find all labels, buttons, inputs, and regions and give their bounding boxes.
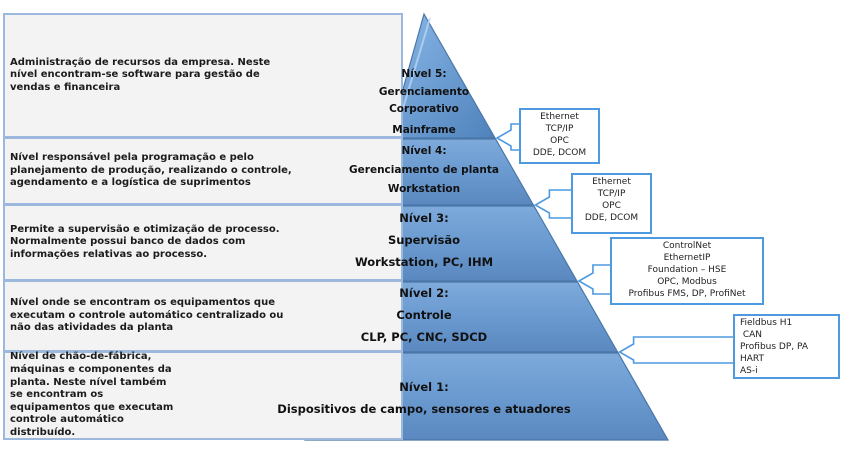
protocol-item: Ethernet <box>540 112 579 122</box>
level-3-label: Nível 3: Supervisão Workstation, PC, IHM <box>355 207 493 273</box>
level-5-line: Corporativo <box>389 103 459 115</box>
level-2-line: Controle <box>396 308 452 322</box>
protocol-item: OPC <box>602 201 621 211</box>
level-1-description-text: Nível de chão-de-fábrica, máquinas e com… <box>10 351 174 438</box>
level-5-layer <box>388 12 497 139</box>
protocol-item: AS-i <box>740 366 758 376</box>
level-2-line: CLP, PC, CNC, SDCD <box>360 330 488 344</box>
level-5-description: Administração de recursos da empresa. Ne… <box>3 13 403 138</box>
level-3-description: Permite a supervisão e otimização de pro… <box>3 204 403 281</box>
protocol-item: HART <box>740 354 765 364</box>
protocol-item: Profibus FMS, DP, ProfiNet <box>628 289 746 299</box>
protocol-item: Profibus DP, PA <box>740 342 809 352</box>
protocol-item: EthernetIP <box>663 253 711 263</box>
protocol-item: OPC, Modbus <box>657 277 717 287</box>
level-5-line: Mainframe <box>392 124 456 136</box>
level-3-title: Nível 3: <box>399 211 449 225</box>
level-4-label: Nível 4: Gerenciamento de planta Worksta… <box>349 142 499 199</box>
protocol-item: Ethernet <box>592 177 631 187</box>
level-2-description: Nível onde se encontram os equipamentos … <box>3 280 403 352</box>
protocol-item: ControlNet <box>662 241 712 251</box>
connector-arrow-icon <box>495 123 519 151</box>
level-1-description: Nível de chão-de-fábrica, máquinas e com… <box>3 351 403 440</box>
protocol-item: TCP/IP <box>597 189 626 199</box>
protocols-level-4-3: Ethernet TCP/IP OPC DDE, DCOM <box>571 173 652 234</box>
level-4-title: Nível 4: <box>401 145 447 157</box>
level-1-label: Nível 1: Dispositivos de campo, sensores… <box>277 376 570 420</box>
level-4-line: Gerenciamento de planta <box>349 164 499 176</box>
connector-arrow-icon <box>617 336 733 364</box>
protocols-level-5-4: Ethernet TCP/IP OPC DDE, DCOM <box>519 108 600 164</box>
connector-arrow-icon <box>577 264 610 295</box>
level-4-description-text: Nível responsável pela programação e pel… <box>10 152 292 189</box>
level-5-line: Gerenciamento <box>378 86 470 98</box>
protocol-item: Fieldbus H1 <box>740 318 793 328</box>
level-3-description-text: Permite a supervisão e otimização de pro… <box>10 223 280 260</box>
level-2-label: Nível 2: Controle CLP, PC, CNC, SDCD <box>361 282 487 348</box>
level-1-line: Dispositivos de campo, sensores e atuado… <box>277 402 571 416</box>
protocol-item: TCP/IP <box>545 124 574 134</box>
protocol-item: DDE, DCOM <box>532 148 587 158</box>
level-5-label: Nível 5: Gerenciamento Corporativo Mainf… <box>379 64 469 141</box>
level-2-description-text: Nível onde se encontram os equipamentos … <box>10 297 284 334</box>
level-2-title: Nível 2: <box>399 286 449 300</box>
protocol-item: OPC <box>550 136 569 146</box>
level-5-title: Nível 5: <box>401 68 447 80</box>
protocol-item: Foundation – HSE <box>647 265 727 275</box>
protocols-level-2-1: Fieldbus H1 CAN Profibus DP, PA HART AS-… <box>733 314 840 379</box>
protocols-level-3-2: ControlNet EthernetIP Foundation – HSE O… <box>610 237 764 305</box>
level-4-line: Workstation <box>387 183 461 195</box>
level-4-description: Nível responsável pela programação e pel… <box>3 137 403 205</box>
protocol-item: CAN <box>740 330 763 340</box>
level-5-description-text: Administração de recursos da empresa. Ne… <box>10 56 271 93</box>
level-1-title: Nível 1: <box>399 380 449 394</box>
level-3-line: Supervisão <box>387 233 461 247</box>
level-3-line: Workstation, PC, IHM <box>354 255 494 269</box>
connector-arrow-icon <box>533 189 571 219</box>
protocol-item: DDE, DCOM <box>584 213 639 223</box>
